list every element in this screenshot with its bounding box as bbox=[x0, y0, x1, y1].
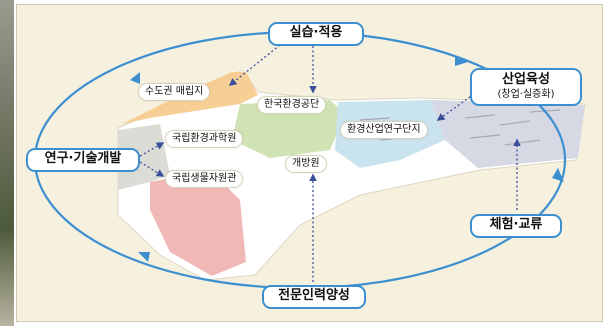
pink-zone bbox=[150, 170, 246, 276]
link-industry-complex bbox=[436, 93, 475, 121]
site-dev: 개방원 bbox=[285, 155, 327, 173]
node-industry-label: 산업육성 bbox=[502, 72, 550, 87]
node-research: 연구·기술개발 bbox=[26, 148, 140, 172]
site-nibr: 국립생물자원관 bbox=[165, 170, 244, 188]
node-experience: 체험·교류 bbox=[470, 214, 562, 238]
node-practice: 실습·적용 bbox=[268, 22, 364, 46]
node-training: 전문인력양성 bbox=[262, 285, 366, 309]
site-env-corp: 한국환경공단 bbox=[257, 96, 327, 114]
node-research-label: 연구·기술개발 bbox=[44, 151, 122, 166]
node-industry: 산업육성 (창업·실증화) bbox=[470, 68, 582, 106]
cycle-arrow-e bbox=[552, 168, 564, 182]
node-industry-sublabel: (창업·실증화) bbox=[497, 89, 555, 100]
node-experience-label: 체험·교류 bbox=[489, 217, 543, 232]
gray-zone bbox=[430, 100, 585, 168]
link-practice-landfill bbox=[228, 44, 281, 86]
site-nier: 국립환경과학원 bbox=[165, 130, 244, 148]
node-training-label: 전문인력양성 bbox=[278, 288, 350, 303]
node-practice-label: 실습·적용 bbox=[289, 25, 343, 40]
site-industry-complex: 환경산업연구단지 bbox=[340, 121, 428, 139]
cycle-arrow-sw bbox=[138, 252, 150, 262]
left-photo-strip bbox=[0, 0, 14, 326]
green-zone bbox=[232, 100, 345, 158]
site-capital-landfill: 수도권 매립지 bbox=[138, 83, 211, 101]
cycle-arrow-ne bbox=[455, 56, 468, 66]
cycle-arrow-nw bbox=[130, 72, 140, 84]
